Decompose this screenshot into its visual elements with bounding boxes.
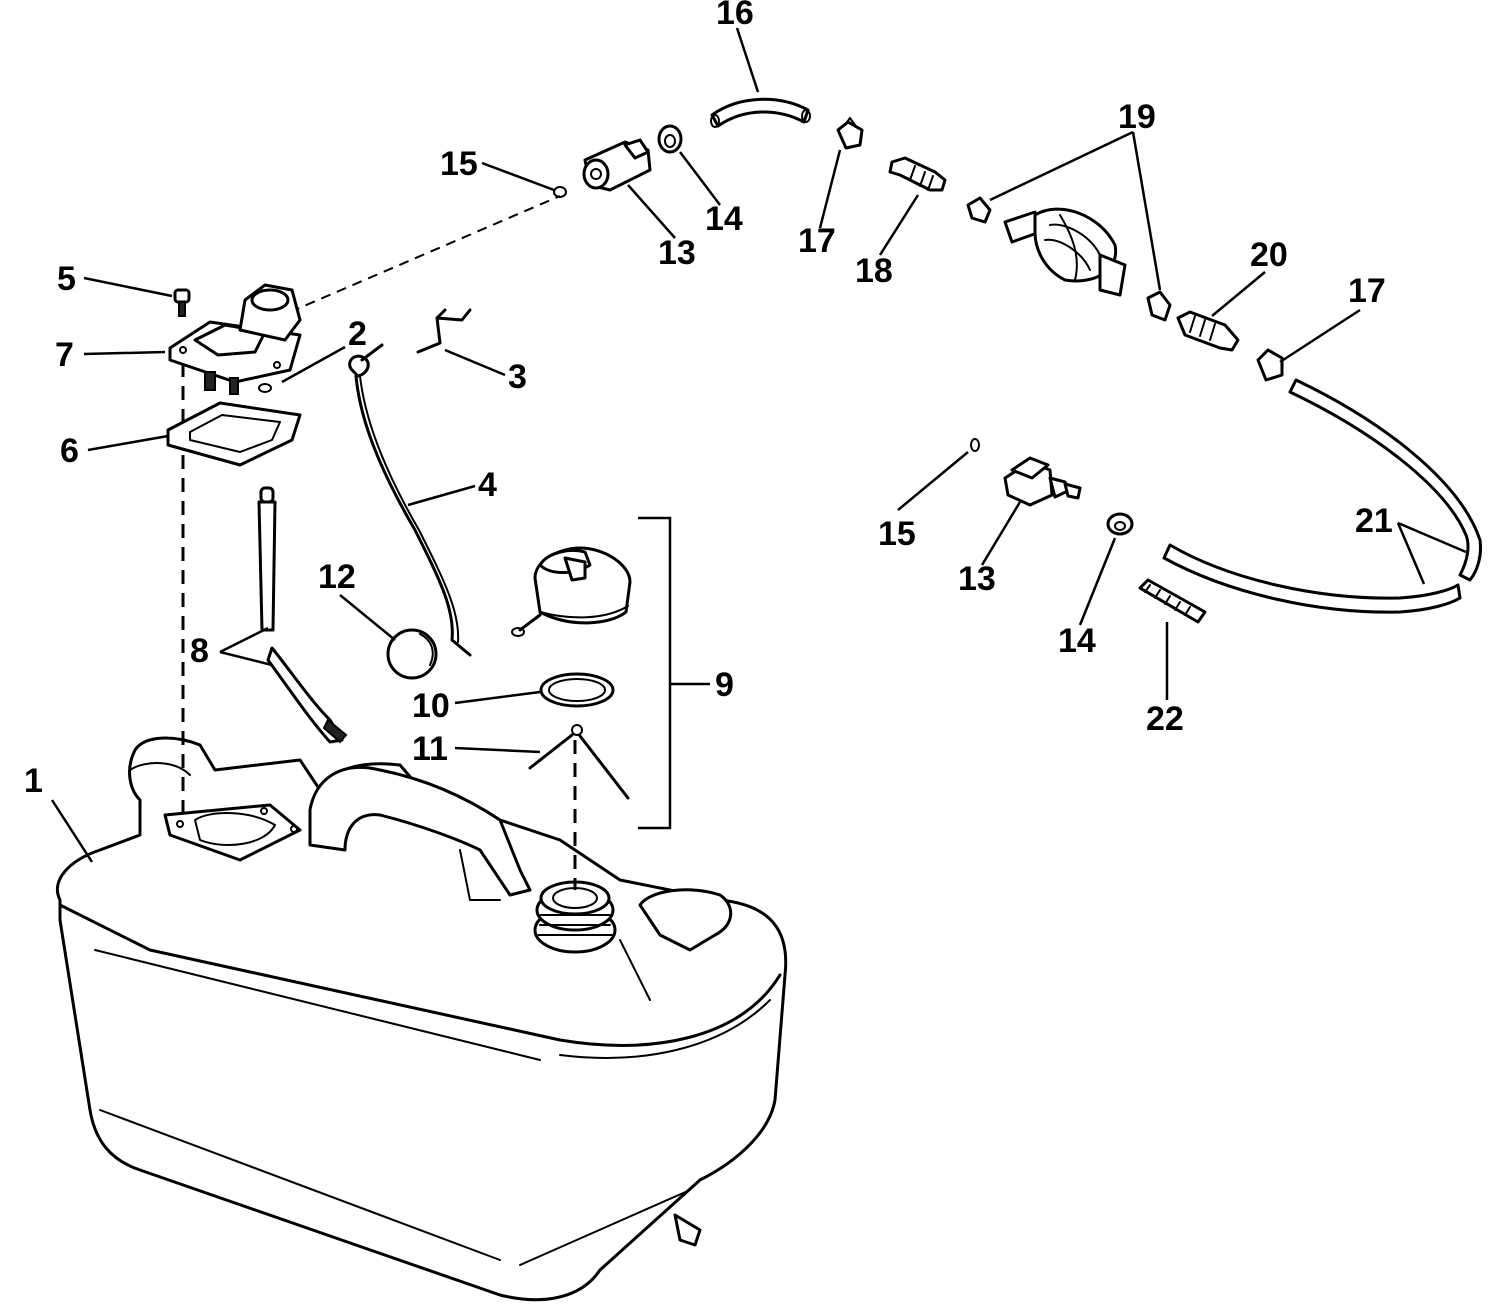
o-ring-part-2 bbox=[258, 383, 272, 393]
callout-11: 11 bbox=[412, 730, 448, 768]
callout-17-top: 17 bbox=[798, 222, 836, 260]
float-arm-part-4 bbox=[348, 343, 472, 657]
callout-13-lower: 13 bbox=[958, 560, 996, 598]
fuel-fitting-part-7 bbox=[168, 283, 302, 395]
cap-retainer-part-11 bbox=[528, 724, 630, 800]
connector-part-13-top bbox=[582, 138, 652, 192]
callout-labels: 1 2 3 4 5 6 7 8 9 10 11 12 13 14 15 16 1… bbox=[24, 0, 1393, 800]
clip-part-19-left bbox=[966, 196, 992, 224]
clamp-part-17-top bbox=[836, 117, 864, 150]
clamp-part-17-right bbox=[1256, 348, 1284, 382]
callout-15-lower: 15 bbox=[878, 515, 916, 553]
callout-7: 7 bbox=[55, 336, 74, 374]
callout-4: 4 bbox=[478, 466, 497, 504]
callout-9: 9 bbox=[715, 666, 734, 704]
callout-16: 16 bbox=[716, 0, 754, 32]
callout-10: 10 bbox=[412, 687, 450, 725]
callout-3: 3 bbox=[508, 358, 527, 396]
callout-8: 8 bbox=[190, 632, 209, 670]
float-part-12 bbox=[386, 628, 438, 680]
callout-14-top: 14 bbox=[705, 200, 743, 238]
fuel-line-part-21 bbox=[1162, 378, 1482, 614]
clamp-part-14-lower bbox=[1106, 512, 1134, 536]
filter-part-22 bbox=[1138, 578, 1207, 624]
primer-bulb bbox=[1003, 207, 1127, 297]
connector-part-13-lower bbox=[1003, 456, 1082, 507]
pickup-tube-part-8 bbox=[257, 486, 348, 744]
screw-part-5 bbox=[173, 288, 191, 317]
cap-gasket-part-10 bbox=[539, 672, 615, 708]
callout-21: 21 bbox=[1355, 502, 1393, 540]
leader-lines bbox=[50, 27, 1467, 863]
o-ring-part-15-lower bbox=[970, 438, 980, 452]
fitting-part-20 bbox=[1176, 310, 1240, 352]
callout-2: 2 bbox=[348, 315, 367, 353]
callout-15-top: 15 bbox=[440, 145, 478, 183]
callout-18: 18 bbox=[855, 252, 893, 290]
assembly-line-connector bbox=[289, 195, 561, 313]
gasket-part-6 bbox=[166, 401, 302, 467]
fuel-tank bbox=[55, 736, 788, 1302]
bracket-part-9 bbox=[638, 516, 672, 830]
fitting-part-18 bbox=[888, 156, 947, 192]
clamp-part-14-top bbox=[657, 124, 683, 154]
o-ring-part-15-top bbox=[553, 186, 567, 198]
callout-5: 5 bbox=[57, 260, 76, 298]
callout-1: 1 bbox=[24, 762, 43, 800]
filler-neck bbox=[533, 880, 617, 954]
callout-13-top: 13 bbox=[658, 234, 696, 272]
clip-part-19-right bbox=[1146, 290, 1172, 322]
callout-6: 6 bbox=[60, 432, 79, 470]
callout-19: 19 bbox=[1118, 98, 1156, 136]
callout-22: 22 bbox=[1146, 700, 1184, 738]
hose-part-16 bbox=[710, 97, 811, 128]
callout-17-right: 17 bbox=[1348, 272, 1386, 310]
clip-part-3 bbox=[416, 308, 472, 354]
callout-20: 20 bbox=[1250, 236, 1288, 274]
callout-14-lower: 14 bbox=[1058, 622, 1096, 660]
callout-12: 12 bbox=[318, 558, 356, 596]
fuel-cap-part-9 bbox=[511, 546, 632, 637]
